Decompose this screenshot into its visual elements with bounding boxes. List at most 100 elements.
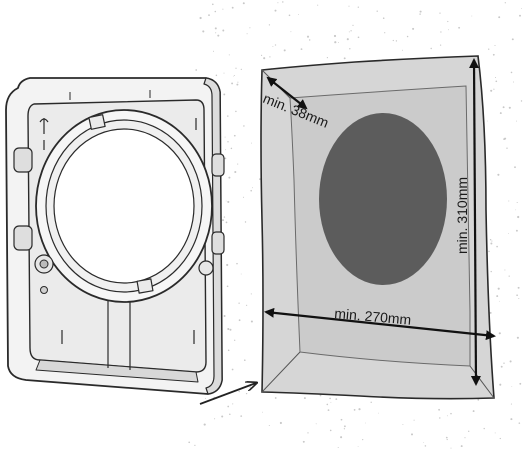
wall-speckle bbox=[477, 398, 480, 401]
wall-speckle bbox=[243, 125, 245, 127]
wall-speckle bbox=[509, 360, 512, 363]
wall-speckle bbox=[488, 250, 490, 253]
insert-arrow-icon bbox=[199, 383, 256, 405]
wall-speckle bbox=[221, 219, 225, 222]
wall-speckle bbox=[329, 429, 332, 432]
depth-arrow bbox=[266, 76, 308, 110]
wall-speckle bbox=[223, 93, 226, 96]
wall-speckle bbox=[340, 436, 343, 439]
wall-speckle bbox=[283, 49, 286, 52]
wall-speckle bbox=[423, 442, 425, 443]
wall-speckle bbox=[519, 382, 522, 385]
wall-speckle bbox=[244, 221, 247, 223]
wall-speckle bbox=[450, 412, 452, 415]
wall-speckle bbox=[215, 32, 217, 34]
wall-speckle bbox=[496, 245, 498, 248]
wall-speckle bbox=[413, 419, 415, 421]
wall-speckle bbox=[412, 27, 415, 30]
wall-speckle bbox=[335, 398, 338, 401]
wall-speckle bbox=[234, 170, 237, 174]
wall-speckle bbox=[494, 432, 496, 434]
wall-speckle bbox=[237, 163, 239, 165]
wall-speckle bbox=[227, 200, 230, 203]
wall-speckle bbox=[499, 437, 501, 440]
wall-speckle bbox=[392, 39, 394, 42]
wall-speckle bbox=[234, 339, 236, 341]
wall-speckle bbox=[395, 40, 398, 42]
wall-speckle bbox=[234, 75, 235, 76]
wall-speckle bbox=[472, 410, 475, 413]
wall-speckle bbox=[274, 9, 277, 12]
wall-speckle bbox=[231, 82, 234, 85]
wall-speckle bbox=[240, 273, 242, 275]
wall-speckle bbox=[376, 10, 378, 12]
wall-speckle bbox=[464, 437, 466, 439]
wall-speckle bbox=[250, 293, 252, 295]
wall-speckle bbox=[516, 336, 519, 339]
wall-speckle bbox=[377, 412, 379, 414]
wall-speckle bbox=[227, 405, 230, 408]
wall-speckle bbox=[446, 438, 448, 441]
wall-speckle bbox=[337, 42, 339, 44]
wall-speckle bbox=[497, 287, 500, 290]
wall-speckle bbox=[245, 304, 248, 306]
wall-speckle bbox=[238, 302, 240, 304]
wall-speckle bbox=[277, 2, 279, 4]
niche-edge bbox=[261, 351, 301, 393]
wall-speckle bbox=[439, 12, 441, 14]
wall-speckle bbox=[231, 368, 234, 371]
wall-speckle bbox=[517, 215, 520, 219]
wall-speckle bbox=[357, 36, 360, 39]
wall-speckle bbox=[518, 422, 521, 424]
wall-speckle bbox=[319, 394, 322, 397]
wall-speckle bbox=[202, 30, 205, 33]
wall-speckle bbox=[362, 439, 364, 441]
wall-speckle bbox=[503, 138, 506, 141]
wall-speckle bbox=[252, 187, 254, 189]
wall-speckle bbox=[269, 56, 271, 58]
wall-speckle bbox=[402, 424, 404, 426]
wall-speckle bbox=[439, 44, 442, 46]
wall-speckle bbox=[242, 196, 245, 198]
wall-speckle bbox=[214, 10, 217, 13]
wall-speckle bbox=[514, 166, 516, 169]
wall-speckle bbox=[263, 57, 266, 60]
wall-speckle bbox=[195, 69, 198, 71]
wall-speckle bbox=[274, 397, 277, 399]
wall-speckle bbox=[233, 75, 235, 77]
wall-speckle bbox=[504, 2, 506, 4]
wall-speckle bbox=[348, 5, 350, 7]
wall-speckle bbox=[326, 57, 328, 59]
wall-speckle bbox=[236, 83, 239, 86]
wall-speckle bbox=[365, 422, 366, 424]
wall-speckle bbox=[203, 423, 206, 426]
frame-hook bbox=[39, 118, 49, 134]
wall-speckle bbox=[490, 270, 492, 273]
screw-hole bbox=[40, 286, 48, 294]
wall-speckle bbox=[460, 445, 463, 448]
wall-speckle bbox=[226, 263, 229, 267]
wall-speckle bbox=[315, 423, 317, 425]
width-label: min. 270mm bbox=[334, 305, 412, 328]
wall-speckle bbox=[204, 397, 206, 399]
screw-boss bbox=[39, 259, 49, 269]
wall-speckle bbox=[249, 27, 251, 29]
wall-speckle bbox=[250, 320, 253, 323]
wall-speckle bbox=[493, 88, 495, 90]
wall-speckle bbox=[250, 189, 252, 192]
wall-speckle bbox=[358, 408, 361, 411]
wall-speckle bbox=[297, 13, 299, 15]
wall-speckle bbox=[233, 134, 236, 137]
wall-speckle bbox=[238, 390, 240, 393]
wall-speckle bbox=[303, 397, 306, 400]
wall-speckle bbox=[212, 3, 214, 6]
wall-speckle bbox=[326, 403, 329, 406]
wall-speckle bbox=[468, 430, 470, 432]
wall-speckle bbox=[520, 100, 523, 102]
wall-speckle bbox=[384, 32, 386, 34]
wall-speckle bbox=[208, 14, 210, 17]
wall-speckle bbox=[224, 157, 227, 160]
wall-speckle bbox=[504, 269, 506, 271]
wall-speckle bbox=[510, 403, 512, 405]
